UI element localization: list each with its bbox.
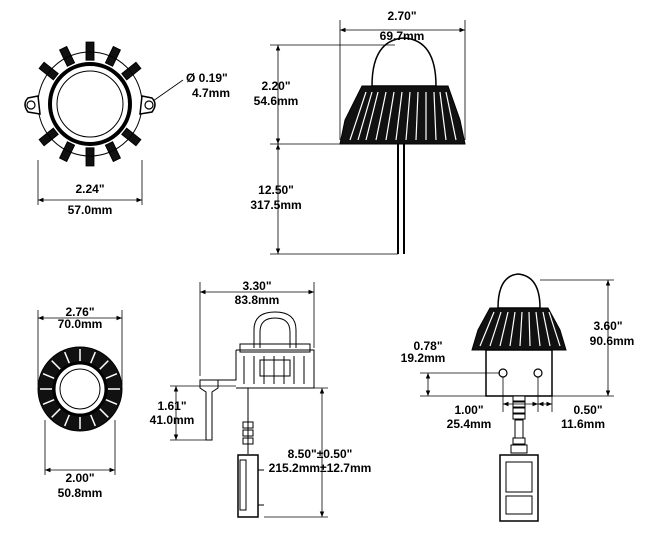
- overall-width-mm-label: 69.7mm: [380, 29, 425, 43]
- outer-diameter-in-label: 2.76": [65, 305, 94, 319]
- width-mm-label: 57.0mm: [68, 203, 113, 217]
- flange-fin-gap: [51, 360, 61, 370]
- flange-fin-gap: [63, 414, 70, 427]
- front-height-mm-label: 90.6mm: [590, 334, 635, 348]
- edge-mm-label: 11.6mm: [561, 417, 605, 431]
- lead-length-in-label: 12.50": [258, 183, 294, 197]
- front-finned-housing: [471, 307, 567, 351]
- flange-fin-gap: [42, 372, 55, 379]
- inner-diameter-mm-label: 50.8mm: [58, 486, 103, 500]
- lamp-front-view: 3.60" 90.6mm 0.78" 19.2mm 1.00" 25.4mm 0…: [401, 273, 635, 522]
- flange-fin-gap: [105, 372, 118, 379]
- mounting-hole-left: [26, 100, 36, 110]
- cooling-fin: [58, 141, 76, 163]
- lead-length-mm-label: 317.5mm: [250, 198, 301, 212]
- outer-diameter-mm-label: 70.0mm: [58, 317, 103, 331]
- front-lens-dome: [497, 273, 541, 309]
- flange-fin-gap: [51, 408, 61, 418]
- mounting-hole-right: [144, 100, 154, 110]
- depth-in-label: 1.61": [157, 399, 186, 413]
- height-in-label: 2.20": [261, 79, 290, 93]
- hole-diameter-in-label: Ø 0.19": [186, 71, 228, 85]
- cooling-fin: [104, 45, 122, 67]
- lamp-side-view: 2.70" 69.7mm 2.20" 54.6mm 12.50" 317.5mm: [250, 9, 466, 255]
- flange-fin-gap: [105, 399, 118, 406]
- cooling-fin: [104, 141, 122, 163]
- lens-dome: [371, 37, 437, 87]
- cooling-fin: [85, 147, 95, 167]
- front-hole-right: [533, 368, 543, 378]
- flange-fin-gap: [90, 351, 97, 364]
- connector-side: [237, 454, 259, 518]
- hole-diameter-mm-label: 4.7mm: [192, 86, 230, 100]
- inner-diameter-in-label: 2.00": [65, 471, 94, 485]
- cable-length-in-label: 8.50"±0.50": [288, 447, 353, 461]
- flange-fin-gap: [42, 399, 55, 406]
- front-height-in-label: 3.60": [593, 319, 622, 333]
- hole-offset-mm-label: 19.2mm: [401, 351, 446, 365]
- overall-width-in-label: 2.70": [387, 9, 416, 23]
- cooling-fin: [58, 45, 76, 67]
- front-hole-left: [498, 368, 508, 378]
- cooling-fin: [38, 127, 59, 147]
- flange-fin-gap: [90, 414, 97, 427]
- lamp-section-view: 3.30" 83.8mm 1.61" 41.0mm 8.50"±0.50" 21…: [150, 279, 372, 518]
- hole-spacing-mm-label: 25.4mm: [447, 417, 492, 431]
- flange-fin-gap: [63, 351, 70, 364]
- cooling-fin: [85, 41, 95, 61]
- flange-fin-gap: [99, 408, 109, 418]
- section-width-in-label: 3.30": [242, 279, 271, 293]
- hole-leader-line: [152, 79, 184, 102]
- flange-fin-gap: [99, 360, 109, 370]
- edge-in-label: 0.50": [573, 403, 602, 417]
- cooling-fin: [121, 127, 142, 147]
- flange-top-view: Ø 0.19" 4.7mm 2.24" 57.0mm: [24, 41, 230, 217]
- cooling-fin: [121, 61, 142, 81]
- depth-mm-label: 41.0mm: [150, 413, 195, 427]
- hole-spacing-in-label: 1.00": [454, 403, 483, 417]
- cooling-fin: [38, 61, 59, 81]
- finned-housing: [339, 85, 466, 145]
- height-mm-label: 54.6mm: [254, 94, 299, 108]
- cable-length-mm-label: 215.2mm±12.7mm: [269, 461, 372, 475]
- section-width-mm-label: 83.8mm: [235, 293, 280, 307]
- hole-offset-in-label: 0.78": [413, 339, 442, 353]
- width-in-label: 2.24": [75, 182, 104, 196]
- round-flange-view: 2.76" 70.0mm 2.00" 50.8mm: [37, 305, 123, 500]
